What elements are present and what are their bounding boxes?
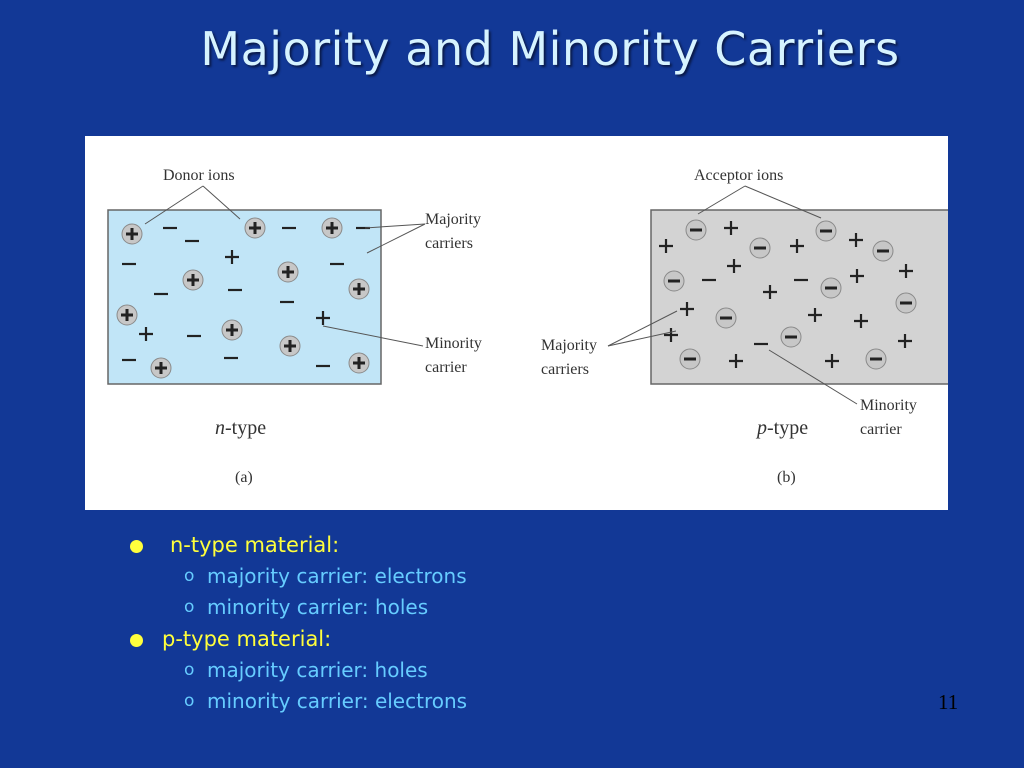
- acceptor-ion: [749, 237, 771, 259]
- n-majority-label-line2: carriers: [425, 235, 473, 252]
- leader-lines: [144, 185, 858, 405]
- hole: [680, 302, 694, 316]
- sub-bullet-marker: o: [184, 691, 195, 711]
- bullet-dot: [130, 634, 143, 647]
- slide-title: Majority and Minority Carriers: [200, 22, 900, 76]
- bullet-text: p-type material:: [162, 627, 332, 651]
- p-majority-label-line1: Majority: [541, 337, 597, 354]
- donor-ion: [221, 319, 243, 341]
- acceptor-ion: [815, 220, 837, 242]
- donor-ions-label: Donor ions: [163, 167, 235, 184]
- carrier-diagram-svg: Donor ions Majority carriers Minority ca…: [107, 167, 948, 486]
- donor-ion: [244, 217, 266, 239]
- acceptor-ion: [780, 326, 802, 348]
- n-type-crystal: [107, 209, 382, 385]
- acceptor-ion: [685, 219, 707, 241]
- donor-ion: [321, 217, 343, 239]
- donor-ion: [182, 269, 204, 291]
- p-minority-label-line2: carrier: [860, 421, 902, 438]
- hole: [763, 285, 777, 299]
- donor-ion: [348, 278, 370, 300]
- hole: [808, 308, 822, 322]
- acceptor-ion: [715, 307, 737, 329]
- acceptor-ion: [865, 348, 887, 370]
- hole: [664, 328, 678, 342]
- slide-number: 11: [938, 690, 959, 714]
- donor-ion: [279, 335, 301, 357]
- hole: [825, 354, 839, 368]
- acceptor-ion: [895, 292, 917, 314]
- n-type-label: n-type: [215, 417, 266, 439]
- n-type-particles: [116, 217, 370, 379]
- caption-a: (a): [235, 469, 253, 486]
- sub-bullet-text: majority carrier: holes: [207, 658, 428, 682]
- hole: [898, 334, 912, 348]
- donor-ion: [116, 304, 138, 326]
- caption-b: (b): [777, 469, 796, 486]
- donor-ion: [121, 223, 143, 245]
- donor-ion: [150, 357, 172, 379]
- n-majority-label-line1: Majority: [425, 211, 481, 228]
- acceptor-ion: [679, 348, 701, 370]
- carrier-diagram: Donor ions Majority carriers Minority ca…: [85, 136, 948, 510]
- sub-bullet-text: majority carrier: electrons: [207, 564, 467, 588]
- hole: [790, 239, 804, 253]
- p-type-letter: p: [755, 417, 767, 439]
- hole: [225, 250, 239, 264]
- hole: [724, 221, 738, 235]
- acceptor-ion: [820, 277, 842, 299]
- hole: [849, 233, 863, 247]
- hole: [139, 327, 153, 341]
- p-type-label: p-type: [755, 417, 808, 439]
- sub-bullet-marker: o: [184, 566, 195, 586]
- acceptor-ion: [663, 270, 685, 292]
- donor-ion: [277, 261, 299, 283]
- acceptor-ion: [872, 240, 894, 262]
- p-type-suffix: -type: [767, 417, 808, 439]
- hole: [854, 314, 868, 328]
- p-majority-label-line2: carriers: [541, 361, 589, 378]
- p-type-particles: [659, 219, 917, 370]
- n-type-suffix: -type: [225, 417, 266, 439]
- donor-ion: [348, 352, 370, 374]
- acceptor-ions-label: Acceptor ions: [694, 167, 783, 184]
- n-minority-label-line1: Minority: [425, 335, 482, 352]
- hole: [850, 269, 864, 283]
- p-minority-label-line1: Minority: [860, 397, 917, 414]
- n-type-letter: n: [215, 417, 225, 439]
- hole: [316, 311, 330, 325]
- hole: [727, 259, 741, 273]
- sub-bullet-text: minority carrier: holes: [207, 595, 429, 619]
- bullet-dot: [130, 540, 143, 553]
- hole: [899, 264, 913, 278]
- sub-bullet-marker: o: [184, 660, 195, 680]
- sub-bullet-text: minority carrier: electrons: [207, 689, 468, 713]
- hole: [659, 239, 673, 253]
- hole: [729, 354, 743, 368]
- n-minority-label-line2: carrier: [425, 359, 467, 376]
- bullet-text: n-type material:: [170, 533, 340, 557]
- sub-bullet-marker: o: [184, 597, 195, 617]
